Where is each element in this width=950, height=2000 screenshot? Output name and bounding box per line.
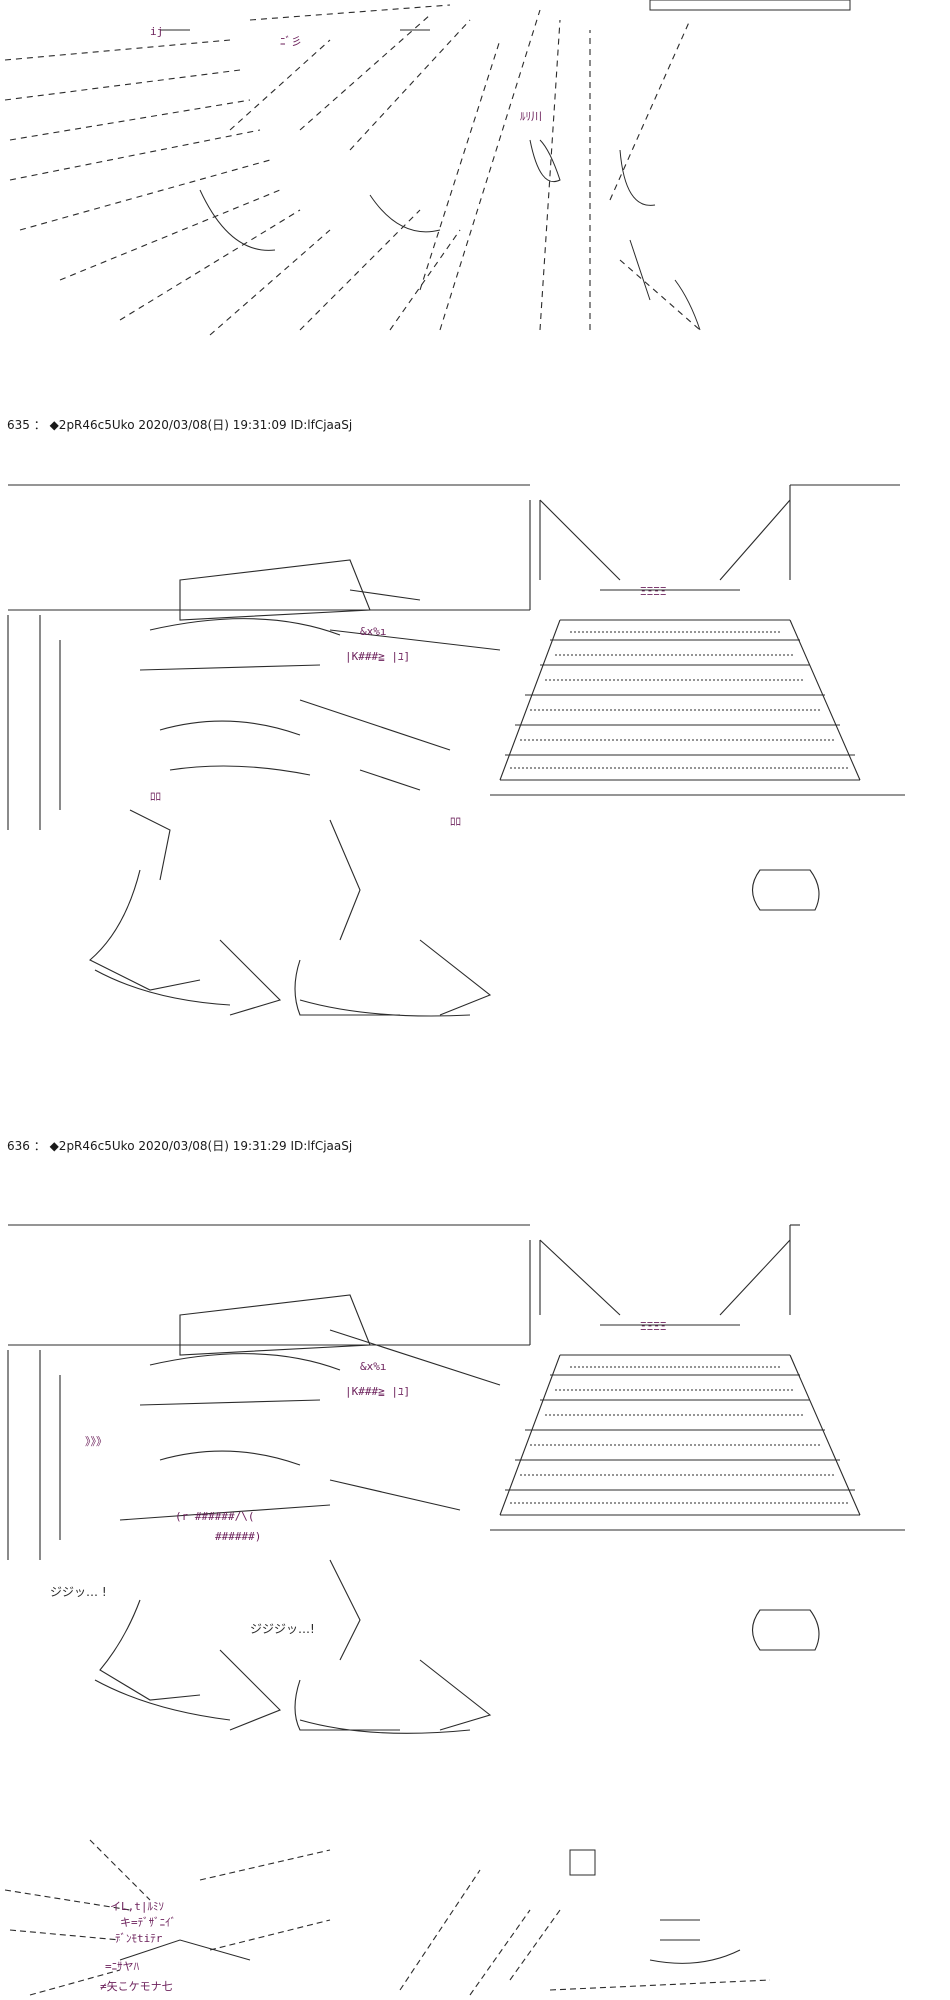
- svg-text:(r ######/\(: (r ######/\(: [175, 1510, 254, 1523]
- svg-text:######): ######): [215, 1530, 261, 1543]
- svg-text:》》》: 》》》: [85, 1435, 107, 1448]
- svg-text:ﾆﾞ彡: ﾆﾞ彡: [280, 35, 302, 48]
- svg-text:≠矢こケモナ七: ≠矢こケモナ七: [100, 1979, 173, 1993]
- svg-text:&x%ı: &x%ı: [360, 625, 387, 638]
- svg-text:キ=ﾃﾞｻﾞﾆｲﾞ: キ=ﾃﾞｻﾞﾆｲﾞ: [120, 1916, 176, 1929]
- poster-name: ◆2pR46c5Uko: [49, 418, 135, 432]
- svg-text:ΞΞΞΞ: ΞΞΞΞ: [640, 585, 667, 598]
- poster-name: ◆2pR46c5Uko: [49, 1139, 135, 1153]
- post-number: 635: [7, 418, 30, 432]
- post-636-ascii-art: &x%ı |K###≧ |ﾕ] ΞΞΞΞ (r ######/\( ######…: [7, 1224, 905, 1734]
- svg-text:ﾙﾘ川: ﾙﾘ川: [520, 110, 542, 123]
- svg-text:=ﾆｻヤﾊ: =ﾆｻヤﾊ: [105, 1960, 140, 1973]
- svg-text:ΞΞΞΞ: ΞΞΞΞ: [640, 1320, 667, 1333]
- post-header-635: 635 ： ◆2pR46c5Uko 2020/03/08(日) 19:31:09…: [7, 417, 352, 433]
- post-id: ID:lfCjaaSj: [290, 418, 353, 432]
- post-separator: ：: [33, 1139, 46, 1153]
- post-separator: ：: [33, 418, 46, 432]
- sunburst-ascii-art: ij ﾆﾞ彡 ﾙﾘ川: [4, 0, 851, 336]
- svg-text:イL,t|ﾙﾐｿ: イL,t|ﾙﾐｿ: [110, 1900, 164, 1913]
- post-635-ascii-art: &x%ı |K###≧ |ﾕ] ΞΞΞΞ ﾛﾛ ﾛﾛ: [7, 484, 905, 1017]
- svg-text:|K###≧ |ﾕ]: |K###≧ |ﾕ]: [345, 1385, 410, 1398]
- sound-effect-2: ジジジッ…!: [250, 1622, 315, 1636]
- svg-text:ﾃﾞﾝﾓtiﾃr: ﾃﾞﾝﾓtiﾃr: [115, 1932, 163, 1945]
- svg-text:ﾛﾛ: ﾛﾛ: [450, 815, 461, 828]
- explosion-ascii-art: イL,t|ﾙﾐｿ キ=ﾃﾞｻﾞﾆｲﾞ ﾃﾞﾝﾓtiﾃr =ﾆｻヤﾊ ≠矢こケモナ…: [4, 1839, 771, 1996]
- post-datetime: 2020/03/08(日) 19:31:09: [138, 418, 287, 432]
- post-datetime: 2020/03/08(日) 19:31:29: [138, 1139, 287, 1153]
- post-header-636: 636 ： ◆2pR46c5Uko 2020/03/08(日) 19:31:29…: [7, 1138, 352, 1154]
- post-number: 636: [7, 1139, 30, 1153]
- svg-text:|K###≧ |ﾕ]: |K###≧ |ﾕ]: [345, 650, 410, 663]
- svg-text:ij: ij: [150, 25, 163, 38]
- svg-text:ﾛﾛ: ﾛﾛ: [150, 790, 161, 803]
- svg-text:&x%ı: &x%ı: [360, 1360, 387, 1373]
- post-id: ID:lfCjaaSj: [290, 1139, 353, 1153]
- sound-effect-1: ジジッ… !: [50, 1585, 107, 1599]
